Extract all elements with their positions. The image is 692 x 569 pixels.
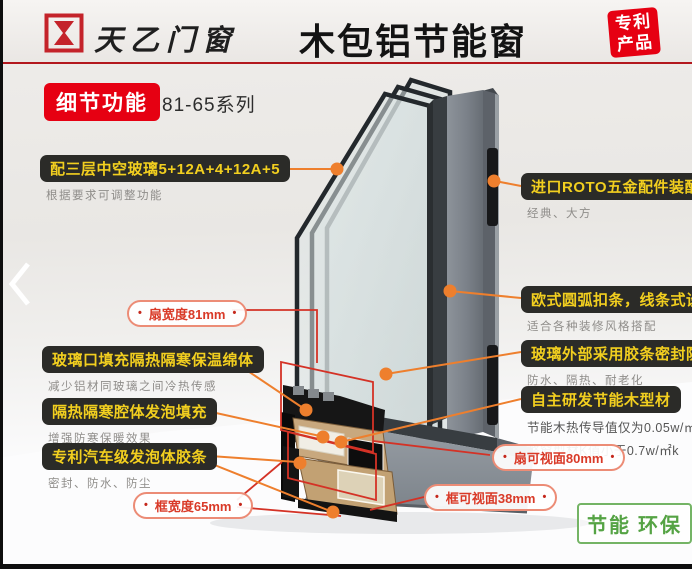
chevron-left-icon [8,262,30,306]
callout-wood-profile-sub1: 节能木热传导值仅为0.05w/㎡k [527,421,692,435]
patent-stamp-line2: 产品 [616,32,654,55]
dimension-pill-sash-width: • 扇宽度81mm • [127,300,248,327]
profile-cross-section [281,385,398,522]
callout-roto-hardware: 进口ROTO五金配件装配 经典、大方 [521,173,692,221]
connector-dots [293,162,501,519]
callout-outer-seal-sub: 防水、隔热、耐老化 [527,375,644,387]
callout-arc-bead-sub: 适合各种装修风格搭配 [527,321,657,333]
callout-roto-hardware-sub: 经典、大方 [527,208,592,220]
window-frame-jamb [427,88,499,440]
bullet-icon: • [503,451,507,463]
callout-insulation-wool-sub: 减少铝材同玻璃之间冷热传感 [48,381,217,393]
measure-lines [232,309,491,517]
callout-foam-cavity-sub: 增强防寒保暖效果 [48,433,152,445]
bullet-icon: • [238,499,243,511]
left-edge-bar [0,0,3,569]
header-band [0,0,692,62]
brand-name: 天乙门窗 [94,25,239,57]
bullet-icon: • [542,491,547,503]
callout-foam-gasket: 专利汽车级发泡体胶条 密封、防水、防尘 [42,443,218,491]
tianyi-seal-icon [44,13,84,53]
dimension-pill-sash-visible: • 扇可视面80mm • [492,444,626,471]
dimension-pill-frame-width: • 框宽度65mm • [133,492,254,519]
section-tag: 细节功能 [44,83,160,121]
dimension-sash-visible-label: 扇可视面80mm [513,451,604,466]
callout-glass-config-sub: 根据要求可调整功能 [46,190,163,202]
bullet-icon: • [138,307,142,319]
series-label: 81-65系列 [162,95,256,116]
page-title: 木包铝节能窗 [299,21,528,62]
bullet-icon: • [144,499,148,511]
connector-lines [206,168,522,512]
callout-insulation-wool-label: 玻璃口填充隔热隔寒保温绵体 [42,346,264,373]
dimension-sash-width-label: 扇宽度81mm [148,307,226,322]
callout-foam-cavity: 隔热隔寒腔体发泡填充 增强防寒保暖效果 [42,398,218,446]
callout-roto-hardware-label: 进口ROTO五金配件装配 [521,173,692,200]
callout-glass-config: 配三层中空玻璃5+12A+4+12A+5 根据要求可调整功能 [40,155,291,203]
dimension-pill-frame-visible: • 框可视面38mm • [424,484,558,511]
dimension-frame-visible-label: 框可视面38mm [445,491,536,506]
bullet-icon: • [435,491,439,503]
dimension-frame-width-label: 框宽度65mm [154,499,232,514]
callout-glass-config-label: 配三层中空玻璃5+12A+4+12A+5 [40,155,291,182]
header-divider [0,62,692,64]
callout-foam-gasket-sub: 密封、防水、防尘 [48,478,152,490]
callout-arc-bead-label: 欧式圆弧扣条，线条式设计 [521,286,692,313]
bullet-icon: • [232,307,237,319]
eco-badge: 节能 环保 [577,503,692,544]
callout-foam-gasket-label: 专利汽车级发泡体胶条 [42,443,218,470]
bullet-icon: • [610,451,615,463]
callout-arc-bead: 欧式圆弧扣条，线条式设计 适合各种装修风格搭配 [521,286,692,334]
carousel-prev-button[interactable] [4,258,34,310]
callout-foam-cavity-label: 隔热隔寒腔体发泡填充 [42,398,218,425]
callout-wood-profile-label: 自主研发节能木型材 [521,386,681,413]
bottom-edge-bar [0,564,692,569]
patent-stamp: 专利 产品 [607,6,661,59]
callout-insulation-wool: 玻璃口填充隔热隔寒保温绵体 减少铝材同玻璃之间冷热传感 [42,346,264,394]
